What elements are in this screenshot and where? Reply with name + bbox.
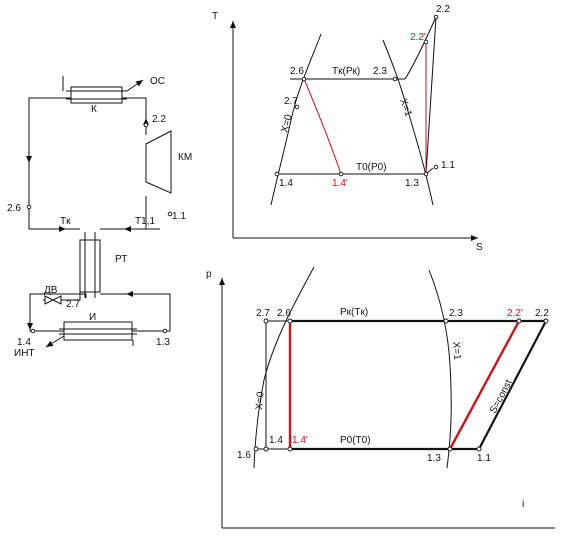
pi-point-2-7: 2.7 bbox=[256, 308, 270, 319]
pi-x0-label: X=0 bbox=[254, 391, 267, 410]
pi-dome-right bbox=[428, 269, 452, 469]
ts-superheat-line bbox=[404, 16, 437, 80]
schematic-point-1-1: 1.1 bbox=[172, 211, 186, 222]
expansion-valve: ДВ bbox=[44, 285, 62, 305]
pipe-left-loop bbox=[28, 97, 80, 230]
pi-red-isentrope bbox=[448, 320, 521, 450]
schematic-point-2-6: 2.6 bbox=[7, 203, 21, 214]
pi-point-2-6: 2.6 bbox=[277, 308, 291, 319]
schematic-temp-k: Tк bbox=[60, 216, 71, 227]
ts-diagram: T S 2.2 2.2' 2.6 2.3 2.7 1.4 1.4' 1.3 1.… bbox=[212, 4, 483, 253]
ts-x0-label: X=0 bbox=[279, 113, 294, 134]
compressor: КМ bbox=[145, 130, 192, 194]
pi-point-1-6: 1.6 bbox=[237, 450, 251, 461]
pi-point-1-1: 1.1 bbox=[477, 453, 491, 464]
ts-isobar-0-label: T0(P0) bbox=[356, 162, 387, 173]
pi-cycle bbox=[290, 319, 548, 451]
evaporator-out-label: ИНТ bbox=[14, 348, 35, 359]
ts-red-throttle bbox=[303, 78, 342, 175]
pi-point-1-4: 1.4 bbox=[269, 435, 283, 446]
condenser: К ОС bbox=[62, 76, 165, 115]
condenser-out-label: ОС bbox=[150, 76, 165, 87]
ts-point-1-4p: 1.4' bbox=[332, 178, 348, 189]
compressor-label: КМ bbox=[178, 152, 192, 163]
pipe-regen-to-valve bbox=[29, 293, 87, 332]
ts-point-2-6: 2.6 bbox=[290, 66, 304, 77]
ts-point-1-3: 1.3 bbox=[405, 178, 419, 189]
ts-point-2-3: 2.3 bbox=[373, 66, 387, 77]
evaporator-label: И bbox=[89, 312, 96, 323]
pi-x1-label: X=1 bbox=[450, 341, 463, 360]
pi-point-2-2p: 2.2' bbox=[507, 308, 523, 319]
ts-axis-t-label: T bbox=[212, 11, 218, 22]
pi-point-2-2: 2.2 bbox=[535, 308, 549, 319]
ts-x1-label: X=1 bbox=[397, 97, 414, 118]
regen-heat-exchanger: РТ bbox=[79, 232, 127, 298]
ts-point-1-4: 1.4 bbox=[279, 178, 293, 189]
ts-point-2-2p: 2.2' bbox=[410, 32, 426, 43]
pi-axis-p-label: p bbox=[206, 269, 212, 280]
schematic-point-1-4: 1.4 bbox=[17, 337, 31, 348]
ts-compression bbox=[425, 16, 437, 175]
pi-point-1-4p: 1.4' bbox=[292, 435, 308, 446]
pi-s-const-label: S=const bbox=[488, 378, 515, 416]
pi-isobar-0-label: P0(T0) bbox=[340, 435, 371, 446]
pi-diagram: p i 2.7 2.6 2.3 2.2' 2.2 1.6 1.4 1.4' 1.… bbox=[206, 266, 555, 529]
schematic-point-2-2: 2.2 bbox=[152, 114, 166, 125]
pi-point-2-3: 2.3 bbox=[449, 308, 463, 319]
valve-label: ДВ bbox=[44, 285, 58, 296]
ts-dome-left bbox=[270, 33, 322, 206]
schematic: К ОС КМ РТ ДВ И bbox=[7, 76, 192, 359]
schematic-temp-11: T1,1 bbox=[135, 216, 155, 227]
ts-point-2-2: 2.2 bbox=[436, 4, 450, 15]
pipe-right-top bbox=[122, 97, 147, 135]
regen-label: РТ bbox=[115, 254, 127, 265]
pi-dome-left bbox=[253, 266, 315, 469]
pi-point-1-3: 1.3 bbox=[427, 453, 441, 464]
condenser-label: К bbox=[91, 104, 97, 115]
ts-point-1-1: 1.1 bbox=[441, 160, 455, 171]
schematic-point-1-3: 1.3 bbox=[156, 337, 170, 348]
pi-axis-i-label: i bbox=[522, 499, 524, 510]
evaporator: И ИНТ bbox=[14, 312, 137, 359]
pi-isobar-k-label: Pк(Tк) bbox=[340, 307, 368, 318]
schematic-point-2-7: 2.7 bbox=[66, 299, 80, 310]
ts-isobar-k-label: Tк(Pк) bbox=[332, 66, 360, 77]
ts-point-2-7: 2.7 bbox=[284, 96, 298, 107]
ts-axis-s-label: S bbox=[476, 242, 483, 253]
